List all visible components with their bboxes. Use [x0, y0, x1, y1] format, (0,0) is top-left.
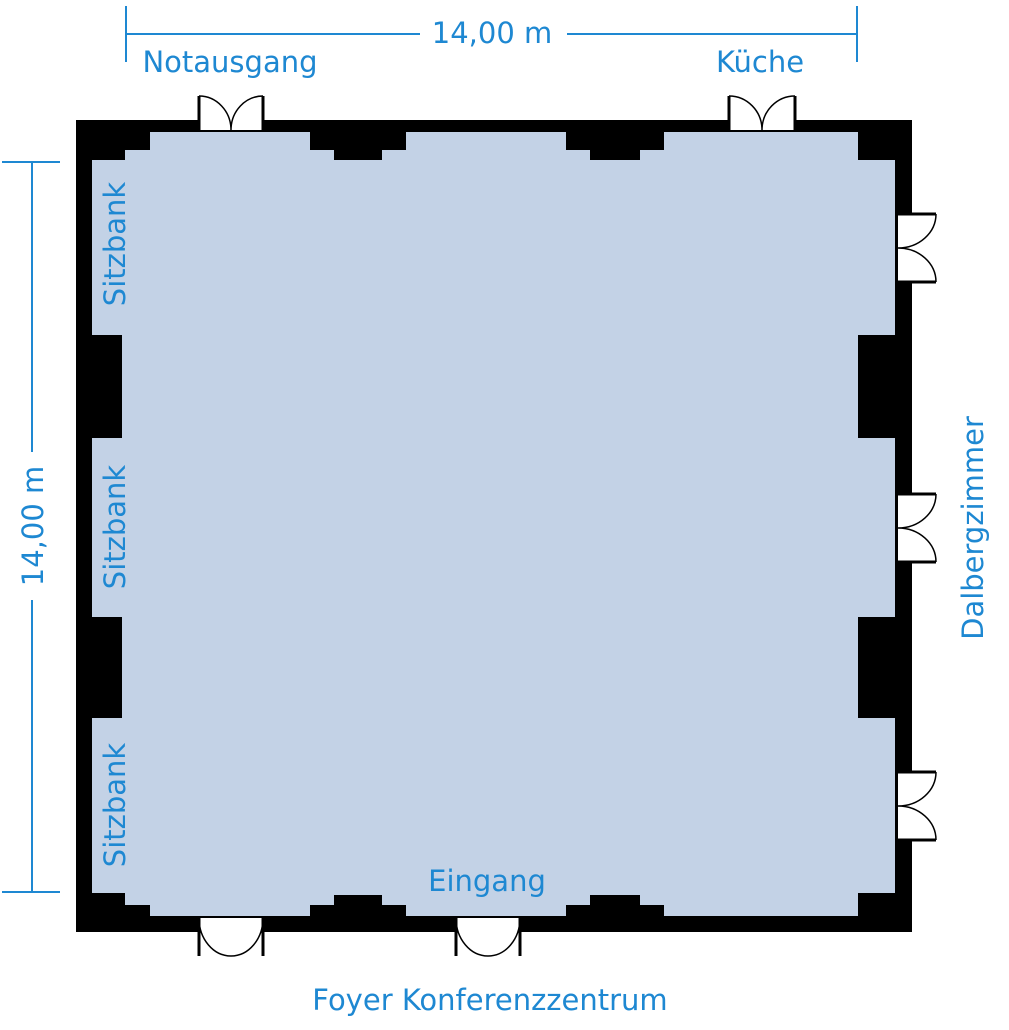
door-entrance-icon: [454, 917, 522, 957]
label-bench-top: Sitzbank: [98, 182, 132, 307]
door-side-room-top-icon: [897, 212, 937, 284]
label-entrance: Eingang: [428, 864, 546, 898]
label-kitchen: Küche: [716, 45, 804, 79]
label-bench-middle: Sitzbank: [98, 465, 132, 590]
height-dimension-label: 14,00 m: [16, 466, 50, 587]
label-foyer: Foyer Konferenzzentrum: [312, 983, 667, 1017]
door-emergency-exit-icon: [197, 95, 265, 131]
height-dimension: [2, 161, 60, 893]
floor-area: [92, 132, 895, 916]
door-side-room-bottom-icon: [897, 770, 937, 842]
label-side-room: Dalbergzimmer: [956, 416, 990, 640]
door-kitchen-icon: [727, 95, 797, 131]
label-bench-bottom: Sitzbank: [98, 743, 132, 868]
label-emergency-exit: Notausgang: [142, 45, 317, 79]
door-foyer-left-icon: [197, 917, 265, 957]
width-dimension: [125, 6, 858, 62]
width-dimension-label: 14,00 m: [432, 16, 553, 50]
door-side-room-middle-icon: [897, 492, 937, 564]
